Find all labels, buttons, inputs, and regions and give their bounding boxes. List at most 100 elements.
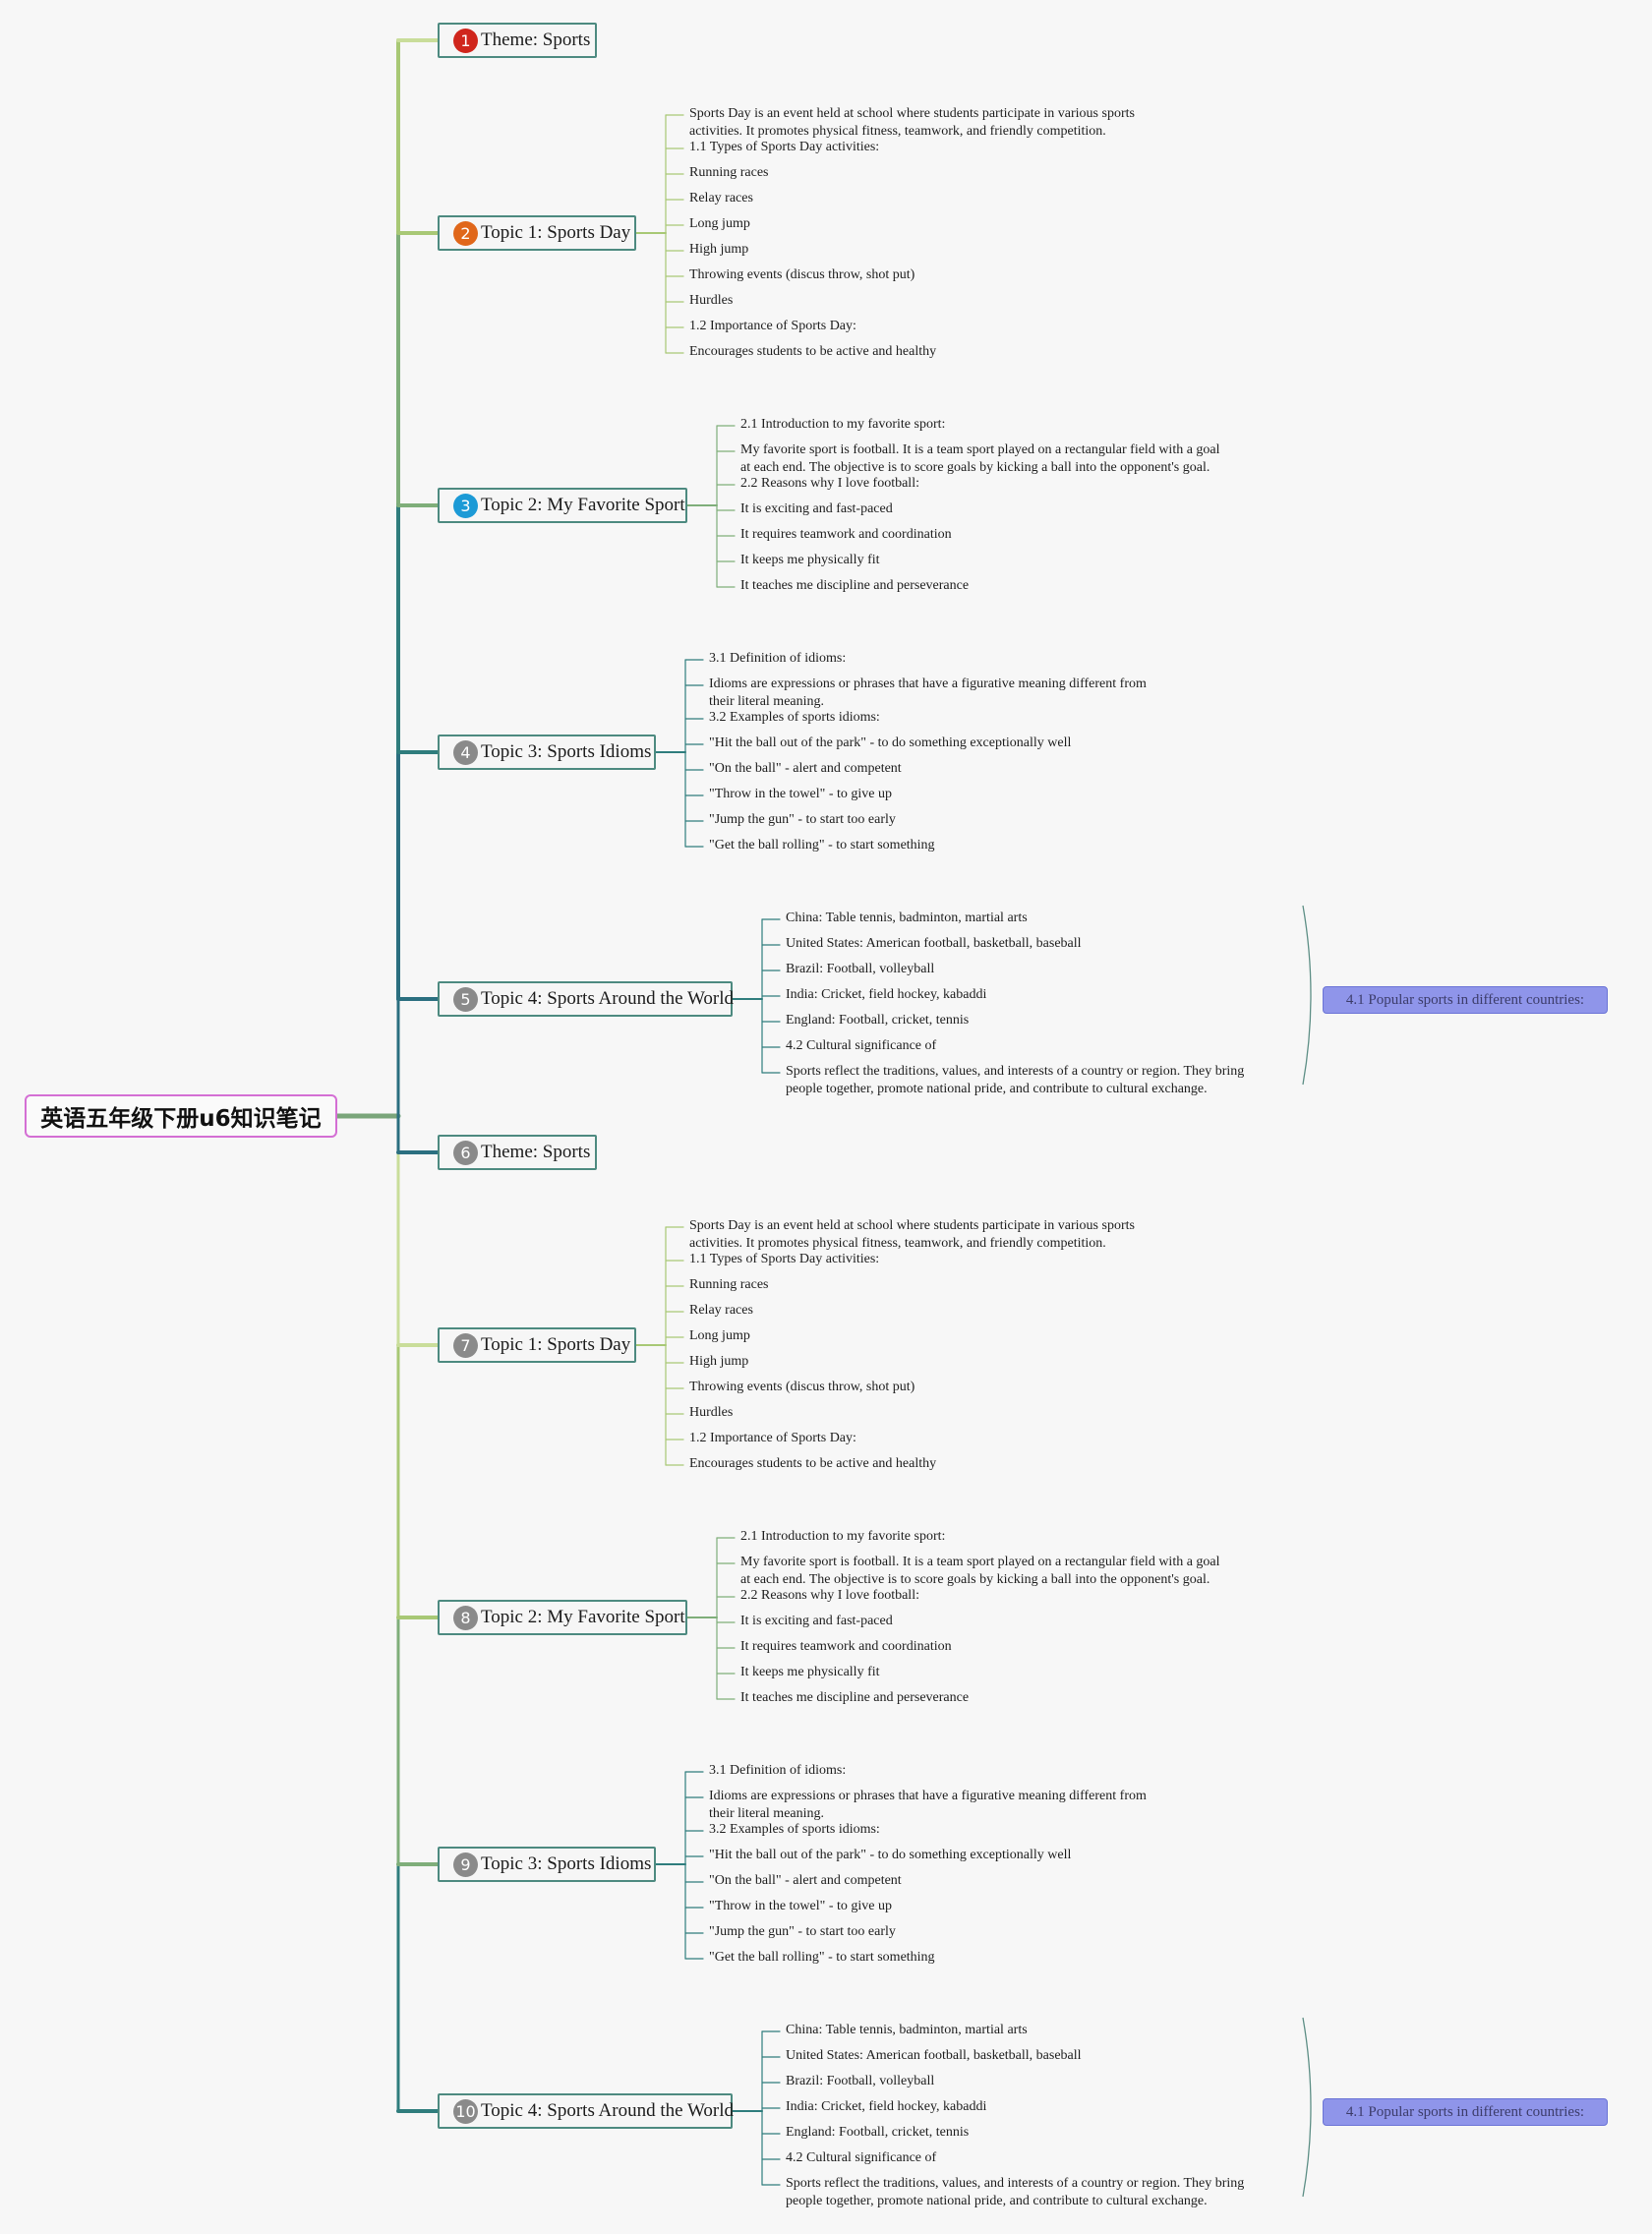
topic-label: Topic 1: Sports Day [481, 222, 631, 243]
leaf-text: Running races [689, 1277, 769, 1292]
leaf-text: China: Table tennis, badminton, martial … [786, 911, 1028, 925]
topic-label: Theme: Sports [481, 29, 591, 50]
leaf-text: High jump [689, 242, 749, 257]
leaf-text: Sports reflect the traditions, values, a… [786, 2176, 1245, 2208]
leaf-text: 4.2 Cultural significance of [786, 2150, 937, 2165]
leaf-text: 1.1 Types of Sports Day activities: [689, 140, 880, 154]
leaf-text: India: Cricket, field hockey, kabaddi [786, 987, 987, 1002]
leaf-text: 1.1 Types of Sports Day activities: [689, 1252, 880, 1266]
leaf-text: My favorite sport is football. It is a t… [740, 1555, 1220, 1587]
leaf-text: Throwing events (discus throw, shot put) [689, 267, 915, 282]
leaf-text: My favorite sport is football. It is a t… [740, 442, 1220, 475]
number-badge: 7 [453, 1332, 478, 1358]
number-badge: 1 [453, 28, 478, 53]
leaf-text: United States: American football, basket… [786, 936, 1082, 951]
leaf-text: "Throw in the towel" - to give up [709, 1899, 893, 1913]
leaf-text: "Get the ball rolling" - to start someth… [709, 838, 935, 852]
leaf-text: 2.1 Introduction to my favorite sport: [740, 417, 946, 432]
summary-node[interactable]: 4.1 Popular sports in different countrie… [1323, 2098, 1608, 2126]
leaf-text: "Jump the gun" - to start too early [709, 1924, 896, 1939]
number-badge: 8 [453, 1605, 478, 1630]
topic-label: Topic 1: Sports Day [481, 1334, 631, 1355]
number-badge: 10 [453, 2098, 478, 2124]
leaf-text: It teaches me discipline and perseveranc… [740, 578, 970, 593]
leaf-text: "Throw in the towel" - to give up [709, 787, 893, 801]
summary-brace [1302, 905, 1312, 1086]
leaf-text: Sports Day is an event held at school wh… [689, 1218, 1135, 1251]
topic-label: Theme: Sports [481, 1142, 591, 1162]
topic-label: Topic 4: Sports Around the World [481, 988, 734, 1009]
leaf-text: England: Football, cricket, tennis [786, 2125, 970, 2140]
topic-label: Topic 2: My Favorite Sport [481, 495, 685, 515]
leaf-text: It teaches me discipline and perseveranc… [740, 1690, 970, 1705]
topic-label: Topic 4: Sports Around the World [481, 2100, 734, 2121]
leaf-text: United States: American football, basket… [786, 2048, 1082, 2063]
leaf-text: Brazil: Football, volleyball [786, 2074, 935, 2088]
leaf-text: Hurdles [689, 1405, 734, 1420]
leaf-text: Idioms are expressions or phrases that h… [709, 676, 1147, 709]
leaf-text: 3.2 Examples of sports idioms: [709, 710, 880, 725]
leaf-text: England: Football, cricket, tennis [786, 1013, 970, 1028]
leaf-text: Encourages students to be active and hea… [689, 1456, 937, 1471]
leaf-text: 2.2 Reasons why I love football: [740, 476, 919, 491]
number-badge: 5 [453, 986, 478, 1012]
leaf-text: Long jump [689, 216, 750, 231]
leaf-text: High jump [689, 1354, 749, 1369]
leaf-text: 2.1 Introduction to my favorite sport: [740, 1529, 946, 1544]
leaf-text: It keeps me physically fit [740, 1665, 880, 1679]
leaf-text: Brazil: Football, volleyball [786, 962, 935, 976]
leaf-text: Idioms are expressions or phrases that h… [709, 1789, 1147, 1821]
leaf-text: China: Table tennis, badminton, martial … [786, 2023, 1028, 2037]
number-badge: 2 [453, 220, 478, 246]
leaf-text: Relay races [689, 1303, 753, 1318]
leaf-text: "Jump the gun" - to start too early [709, 812, 896, 827]
leaf-text: 3.1 Definition of idioms: [709, 1763, 847, 1778]
leaf-text: Sports reflect the traditions, values, a… [786, 1064, 1245, 1096]
leaf-text: 2.2 Reasons why I love football: [740, 1588, 919, 1603]
leaf-text: Running races [689, 165, 769, 180]
leaf-text: Long jump [689, 1328, 750, 1343]
leaf-text: 3.1 Definition of idioms: [709, 651, 847, 666]
leaf-text: It is exciting and fast-paced [740, 501, 893, 516]
topic-label: Topic 2: My Favorite Sport [481, 1607, 685, 1627]
leaf-text: Relay races [689, 191, 753, 206]
number-badge: 3 [453, 493, 478, 518]
leaf-text: "Hit the ball out of the park" - to do s… [709, 1848, 1072, 1862]
leaf-text: It is exciting and fast-paced [740, 1614, 893, 1628]
number-badge: 9 [453, 1852, 478, 1877]
leaf-text: "Hit the ball out of the park" - to do s… [709, 735, 1072, 750]
number-badge: 6 [453, 1140, 478, 1165]
summary-brace [1302, 2017, 1312, 2198]
leaf-text: Hurdles [689, 293, 734, 308]
leaf-text: 4.2 Cultural significance of [786, 1038, 937, 1053]
leaf-text: "Get the ball rolling" - to start someth… [709, 1950, 935, 1965]
root-node[interactable]: 英语五年级下册u6知识笔记 [25, 1094, 337, 1138]
leaf-text: India: Cricket, field hockey, kabaddi [786, 2099, 987, 2114]
number-badge: 4 [453, 739, 478, 765]
leaf-text: 1.2 Importance of Sports Day: [689, 319, 856, 333]
topic-label: Topic 3: Sports Idioms [481, 741, 652, 762]
leaf-text: It keeps me physically fit [740, 553, 880, 567]
topic-label: Topic 3: Sports Idioms [481, 1853, 652, 1874]
leaf-text: It requires teamwork and coordination [740, 1639, 952, 1654]
summary-node[interactable]: 4.1 Popular sports in different countrie… [1323, 986, 1608, 1014]
leaf-text: Encourages students to be active and hea… [689, 344, 937, 359]
leaf-text: "On the ball" - alert and competent [709, 1873, 902, 1888]
leaf-text: "On the ball" - alert and competent [709, 761, 902, 776]
leaf-text: Sports Day is an event held at school wh… [689, 106, 1135, 139]
leaf-text: 3.2 Examples of sports idioms: [709, 1822, 880, 1837]
leaf-text: 1.2 Importance of Sports Day: [689, 1431, 856, 1445]
leaf-text: It requires teamwork and coordination [740, 527, 952, 542]
leaf-text: Throwing events (discus throw, shot put) [689, 1380, 915, 1394]
